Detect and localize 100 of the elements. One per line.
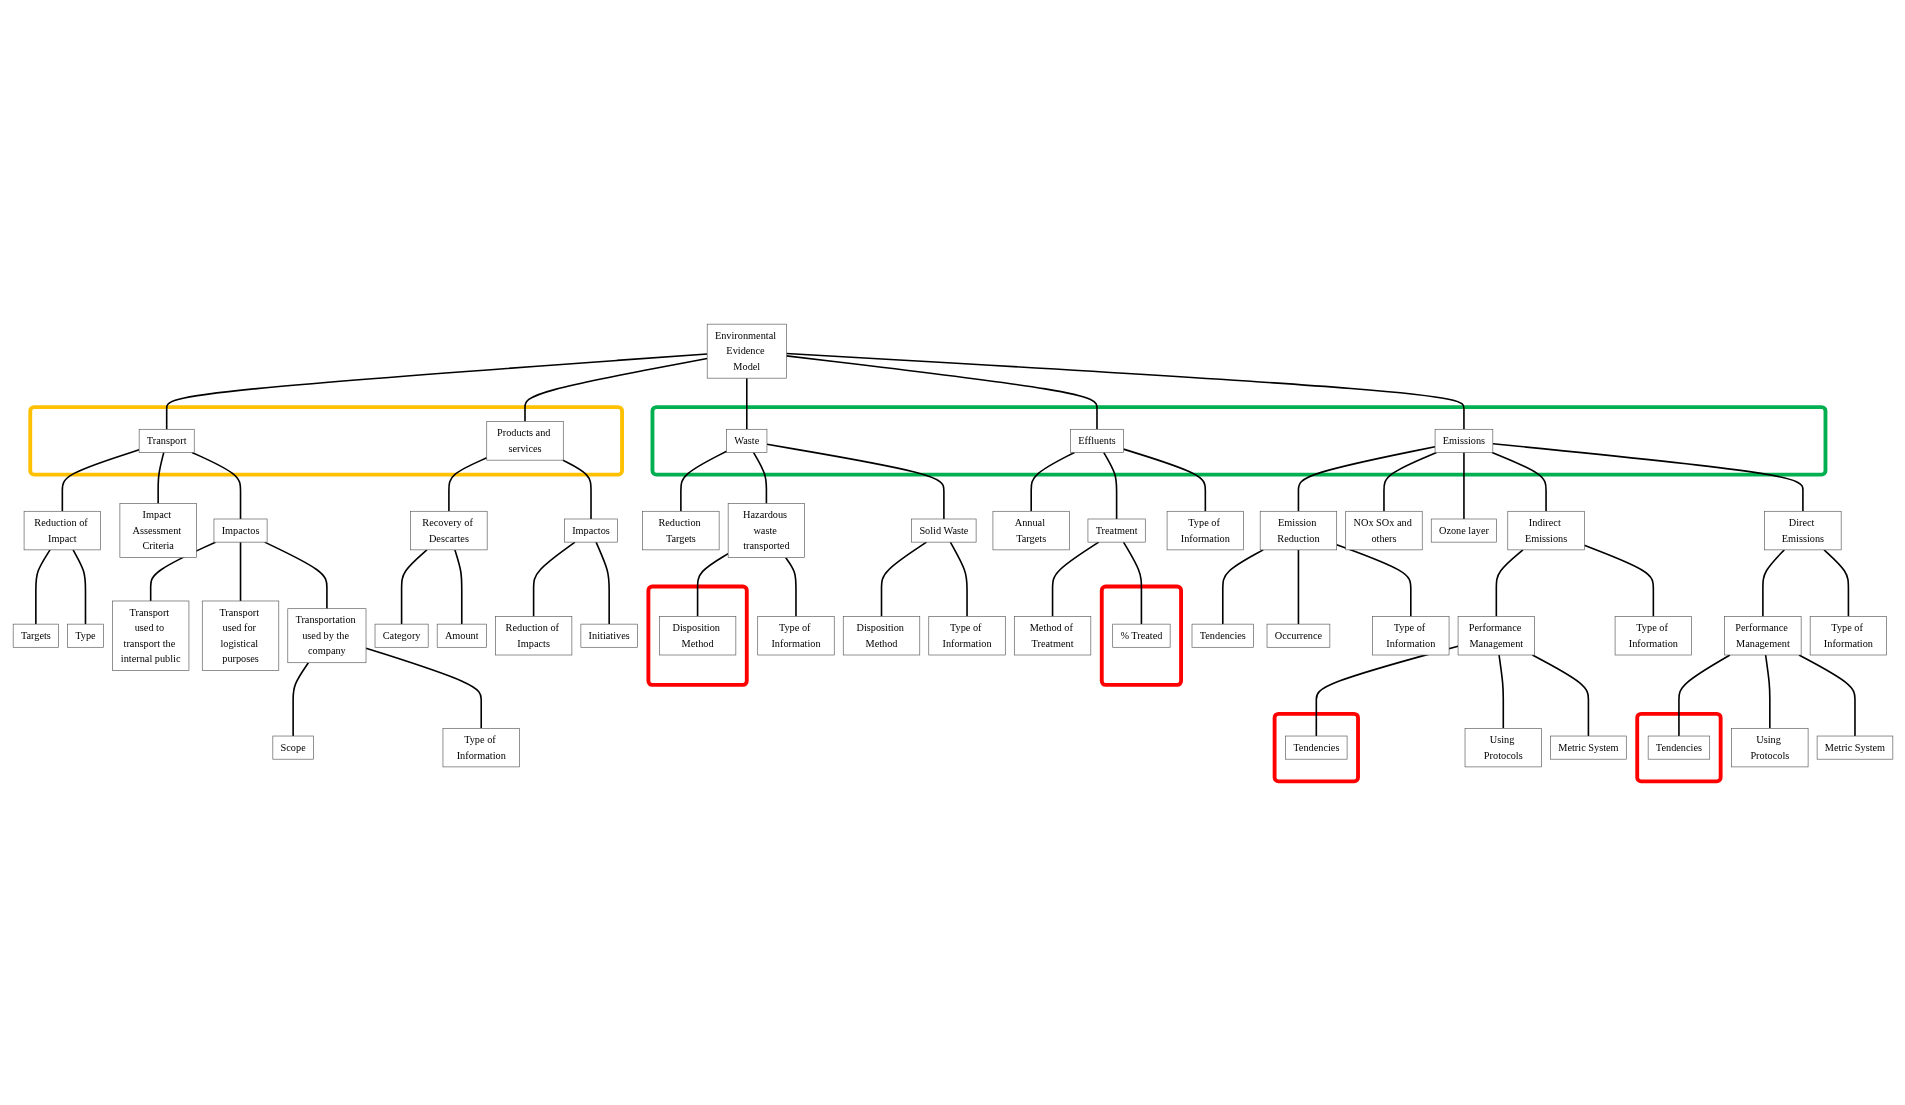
node-box: Treatment bbox=[1087, 518, 1146, 543]
connector bbox=[34, 548, 51, 625]
connector bbox=[291, 661, 309, 737]
connector bbox=[785, 352, 1465, 430]
connector bbox=[1490, 451, 1547, 512]
connector bbox=[1764, 653, 1771, 729]
connector bbox=[1122, 448, 1206, 512]
node-box: Transport used for logistical purposes bbox=[201, 600, 279, 671]
node-box: NOx SOx and others bbox=[1344, 510, 1423, 550]
node-box: Impact Assessment Criteria bbox=[119, 503, 197, 558]
node-box: Type of Information bbox=[1614, 615, 1692, 656]
node-box: Type of Information bbox=[756, 615, 835, 656]
connector bbox=[561, 459, 592, 520]
node-box: Emissions bbox=[1434, 428, 1493, 453]
connector bbox=[1297, 445, 1436, 512]
node-box: Indirect Emissions bbox=[1506, 510, 1585, 550]
node-box: Disposition Method bbox=[658, 615, 736, 656]
connector bbox=[61, 448, 140, 512]
cluster bbox=[1634, 711, 1723, 784]
node-box: Ozone layer bbox=[1430, 518, 1497, 543]
node-box: Effluents bbox=[1069, 428, 1124, 453]
node-box: Using Protocols bbox=[1730, 727, 1808, 767]
node-box: Occurrence bbox=[1266, 623, 1330, 648]
node-box: Metric System bbox=[1816, 735, 1893, 760]
node-box: Scope bbox=[272, 735, 314, 760]
node-box: Performance Management bbox=[1723, 615, 1801, 656]
connector bbox=[765, 443, 945, 520]
connector bbox=[785, 354, 1098, 430]
node-box: Reduction Targets bbox=[641, 510, 719, 550]
node-box: Waste bbox=[725, 428, 767, 453]
node-box: Reduction of Impact bbox=[23, 510, 101, 550]
connector bbox=[400, 548, 428, 625]
node-box: Category bbox=[374, 623, 428, 648]
node-box: Transport used to transport the internal public bbox=[111, 600, 189, 671]
node-box: Tendencies bbox=[1647, 735, 1710, 760]
connector bbox=[1583, 544, 1654, 617]
connector bbox=[679, 450, 727, 512]
connector bbox=[696, 552, 729, 617]
node-box: Impactos bbox=[563, 518, 618, 543]
node-box: Disposition Method bbox=[842, 615, 920, 656]
connector bbox=[447, 456, 488, 512]
node-box: Type bbox=[66, 623, 104, 648]
connector bbox=[1221, 548, 1264, 625]
connector bbox=[1495, 548, 1524, 617]
connector bbox=[1761, 548, 1785, 617]
connector bbox=[263, 541, 328, 610]
cluster bbox=[650, 404, 1827, 477]
connector bbox=[165, 352, 708, 430]
node-box: Amount bbox=[436, 623, 487, 648]
node-box: Metric System bbox=[1549, 735, 1627, 760]
node-box: Tendencies bbox=[1284, 735, 1347, 760]
connector bbox=[453, 548, 463, 625]
node-box: Environmental Evidence Model bbox=[706, 323, 787, 379]
node-box: Direct Emissions bbox=[1763, 510, 1841, 550]
node-box: Using Protocols bbox=[1464, 727, 1542, 767]
node-box: Impactos bbox=[213, 518, 267, 543]
cluster bbox=[1099, 584, 1183, 687]
connector bbox=[523, 357, 708, 423]
connector bbox=[364, 647, 482, 729]
node-box: Recovery of Descartes bbox=[409, 510, 487, 550]
connector bbox=[190, 451, 241, 520]
connector bbox=[1491, 442, 1804, 512]
connector bbox=[594, 541, 610, 625]
connector bbox=[1497, 653, 1504, 729]
connector bbox=[71, 548, 86, 625]
node-box: Type of Information bbox=[1371, 615, 1449, 656]
node-box: Reduction of Impacts bbox=[494, 615, 572, 656]
connector bbox=[1335, 543, 1412, 617]
node-box: Products and services bbox=[485, 421, 564, 461]
connector bbox=[880, 541, 927, 617]
connector bbox=[949, 541, 968, 617]
node-box: Targets bbox=[12, 623, 59, 648]
connector bbox=[1122, 541, 1142, 625]
connector bbox=[1382, 451, 1437, 512]
node-box: Solid Waste bbox=[910, 518, 976, 543]
connector bbox=[156, 451, 165, 505]
connector bbox=[752, 451, 767, 505]
connector bbox=[1822, 548, 1849, 617]
connector bbox=[1102, 451, 1117, 520]
node-box: Tendencies bbox=[1191, 623, 1254, 648]
node-box: Transport bbox=[138, 428, 195, 453]
connector bbox=[1462, 451, 1465, 520]
connector bbox=[1531, 653, 1589, 737]
node-box: Emission Reduction bbox=[1259, 510, 1337, 550]
node-box: Type of Information bbox=[1809, 615, 1887, 656]
node-box: Transportation used by the company bbox=[287, 608, 366, 663]
node-box: Hazardous waste transported bbox=[727, 503, 805, 558]
node-box: Type of Information bbox=[442, 727, 520, 767]
connector bbox=[532, 541, 576, 617]
node-box: Annual Targets bbox=[992, 510, 1070, 550]
connector bbox=[784, 556, 797, 617]
cluster bbox=[645, 584, 749, 687]
connector bbox=[1677, 653, 1731, 737]
node-box: Method of Treatment bbox=[1013, 615, 1091, 656]
connector bbox=[239, 541, 241, 602]
node-box: Performance Management bbox=[1457, 615, 1535, 656]
node-box: Initiatives bbox=[580, 623, 638, 648]
node-box: % Treated bbox=[1111, 623, 1170, 648]
cluster bbox=[1272, 711, 1360, 784]
connector bbox=[1051, 541, 1100, 617]
